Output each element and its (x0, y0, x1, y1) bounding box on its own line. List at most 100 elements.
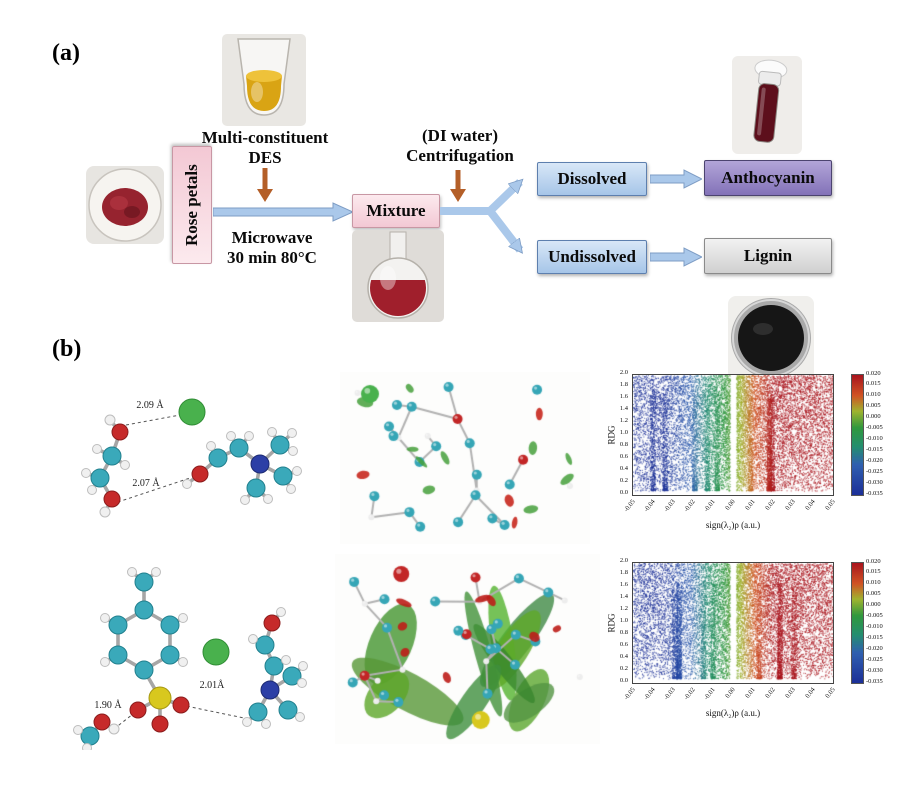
colorbar (851, 374, 864, 496)
colorbar (851, 562, 864, 684)
flow-arrow-rose-to-mixture (213, 202, 353, 222)
plot-area (632, 562, 834, 684)
chloride-ion (202, 638, 230, 666)
anthocyanin-box: Anthocyanin (704, 160, 832, 196)
undissolved-box: Undissolved (537, 240, 647, 274)
ytick-label: 0.8 (619, 441, 628, 448)
ytick-label: 0.2 (619, 665, 628, 672)
cbtick-label: -0.015 (866, 633, 883, 641)
ytick-label: 1.8 (619, 569, 628, 576)
dissolved-box: Dissolved (537, 162, 647, 196)
des-caption-line1: Multi-constituent (201, 128, 329, 147)
cbtick-label: 0.000 (866, 601, 881, 609)
mixture-flask-photo (352, 230, 444, 322)
mixture-box: Mixture (352, 194, 440, 228)
centrifugation-down-arrow-icon (450, 170, 466, 202)
ytick-label: 1.8 (619, 381, 628, 388)
chloride-ion (178, 398, 206, 426)
cbtick-label: 0.005 (866, 590, 881, 598)
ytick-label: 1.4 (619, 593, 628, 600)
cbtick-label: -0.035 (866, 677, 883, 685)
cbtick-label: -0.005 (866, 424, 883, 432)
cbtick-label: 0.020 (866, 557, 881, 565)
hbond-1 (125, 414, 181, 426)
distance-label-190: 1.90 Å (94, 699, 122, 711)
centrifugation-caption-line2: Centrifugation (406, 146, 514, 166)
ytick-label: 0.4 (619, 653, 628, 660)
nitrogen-atom (250, 454, 270, 474)
ytick-label: 1.0 (619, 429, 628, 436)
ytick-label: 1.2 (619, 417, 628, 424)
ytick-label: 0.4 (619, 465, 628, 472)
sulfur-atom (148, 686, 172, 710)
nci-isosurface-bottom (335, 554, 600, 744)
cbtick-label: 0.010 (866, 391, 881, 399)
cbtick-label: -0.005 (866, 612, 883, 620)
hbond-2 (111, 477, 191, 505)
ytick-label: 1.4 (619, 405, 628, 412)
lignin-box: Lignin (704, 238, 832, 274)
cbtick-label: -0.025 (866, 655, 883, 663)
des-caption: Multi-constituent DES (190, 128, 340, 168)
molecular-cluster-bottom: 2.01Å 1.90 Å (73, 567, 308, 750)
distance-label-207: 2.07 Å (132, 477, 160, 489)
ytick-label: 0.0 (619, 677, 628, 684)
cbtick-label: -0.020 (866, 644, 883, 652)
des-down-arrow-icon (257, 168, 273, 202)
nci-isosurface-top (340, 372, 590, 544)
ytick-label: 2.0 (619, 369, 628, 376)
des-beaker-photo (222, 34, 306, 126)
ytick-label: 0.6 (619, 453, 628, 460)
undissolved-label: Undissolved (548, 247, 636, 266)
flow-arrow-to-anthocyanin (650, 169, 702, 189)
microwave-caption-line2: 30 min 80°C (227, 248, 317, 268)
mixture-label: Mixture (366, 201, 426, 220)
cbtick-label: 0.000 (866, 413, 881, 421)
dissolved-label: Dissolved (557, 169, 627, 188)
panel-a-label: (a) (52, 40, 80, 66)
ytick-label: 0.2 (619, 477, 628, 484)
flow-arrow-to-lignin (650, 247, 702, 267)
nitrogen-atom (260, 680, 280, 700)
cbtick-label: -0.010 (866, 622, 883, 630)
ytick-label: 0.6 (619, 641, 628, 648)
cbtick-label: -0.030 (866, 666, 883, 674)
cbtick-label: -0.030 (866, 478, 883, 486)
distance-label-209: 2.09 Å (136, 399, 164, 411)
cbtick-label: -0.020 (866, 456, 883, 464)
cbtick-label: 0.010 (866, 579, 881, 587)
anthocyanin-label: Anthocyanin (721, 168, 815, 187)
cbtick-label: -0.010 (866, 434, 883, 442)
des-caption-line2: DES (248, 148, 282, 168)
centrifugation-caption: (DI water) Centrifugation (398, 126, 522, 166)
plot-area (632, 374, 834, 496)
cbtick-label: 0.015 (866, 380, 881, 388)
flow-fork-arrows (440, 166, 540, 270)
hydrogen-atoms (81, 414, 302, 518)
molecular-cluster-top: 2.09 Å 2.07 Å (81, 398, 302, 518)
ytick-label: 0.8 (619, 629, 628, 636)
rose-petals-label: Rose petals (182, 164, 201, 246)
ytick-label: 1.2 (619, 605, 628, 612)
cbtick-label: -0.035 (866, 489, 883, 497)
hydrogen-atoms (73, 567, 308, 750)
hbond-1 (180, 704, 245, 719)
microwave-caption-line1: Microwave (231, 228, 313, 247)
panel-b-label: (b) (52, 336, 82, 362)
cbtick-label: 0.015 (866, 568, 881, 576)
cbtick-label: 0.020 (866, 369, 881, 377)
microwave-caption: Microwave 30 min 80°C (203, 228, 341, 268)
centrifugation-caption-line1: (DI water) (422, 126, 498, 145)
cbtick-label: 0.005 (866, 402, 881, 410)
ytick-label: 2.0 (619, 557, 628, 564)
ytick-label: 1.0 (619, 617, 628, 624)
anthocyanin-vial-photo (732, 56, 802, 154)
cbtick-label: -0.025 (866, 467, 883, 475)
ytick-label: 1.6 (619, 581, 628, 588)
lignin-label: Lignin (743, 246, 793, 265)
lignin-powder-photo (728, 296, 814, 380)
x-axis-label: sign(λ₂)ρ (a.u.) (705, 708, 761, 718)
